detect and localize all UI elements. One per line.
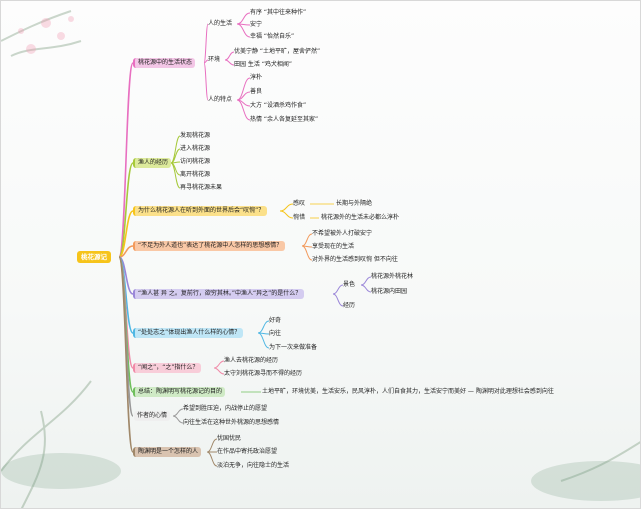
node-people-traits[interactable]: 人的特点 (208, 96, 233, 103)
connector (213, 360, 225, 369)
connector (118, 256, 134, 453)
node-regret[interactable]: 惋惜 (293, 214, 306, 221)
root-node[interactable]: 桃花源记 (77, 251, 111, 263)
connector (301, 233, 313, 247)
leaf[interactable]: 热情 “余人各复延至其家” (250, 116, 319, 123)
connector (118, 210, 134, 258)
connector (224, 59, 235, 66)
leaf[interactable]: 淡泊无争，向往隐士的生活 (217, 462, 290, 469)
leaf[interactable]: 享受现在的生活 (312, 243, 355, 250)
leaf[interactable]: 对外界的生活感到叹惋 但不向往 (312, 256, 398, 263)
branch-fisherman-experience[interactable]: 渔人的经历 (133, 158, 172, 168)
leaf[interactable]: 再寻桃花源未果 (180, 184, 223, 191)
connector (236, 99, 251, 121)
leaf[interactable]: 不希望被外人打破安宁 (312, 230, 373, 237)
leaf[interactable]: 经历 (343, 302, 356, 309)
connector (172, 415, 184, 424)
branch-question-not-tell[interactable]: “不足为外人道也”表达了桃花源中人怎样的思想感情？ (133, 241, 286, 251)
branch-author-mood[interactable]: 作者的心情 (134, 411, 171, 421)
connector (257, 320, 270, 334)
leaf[interactable]: 好奇 (269, 317, 282, 324)
connector (332, 293, 344, 307)
leaf[interactable]: 进入桃花源 (180, 145, 211, 152)
leaf[interactable]: 淳朴 (250, 74, 263, 81)
connector (203, 62, 209, 101)
leaf[interactable]: 幸福 “怡然自乐” (250, 33, 295, 40)
branch-question-refers[interactable]: “闻之”，“之”指什么？ (133, 363, 202, 373)
leaf[interactable]: 发现桃花源 (180, 132, 211, 139)
connector (301, 245, 313, 261)
connector (206, 438, 218, 453)
leaf[interactable]: 为下一次来做准备 (269, 344, 318, 351)
leaf[interactable]: 希望到胜压迫，内战停止的愿望 (183, 405, 268, 412)
leaf[interactable]: 向往 (269, 330, 282, 337)
leaf[interactable]: 渔人去桃花源的经历 (224, 357, 279, 364)
branch-author-person[interactable]: 陶渊明是一个怎样的人 (133, 447, 202, 457)
branch-summary[interactable]: 总结：陶渊明写桃花源记的目的 (133, 387, 226, 397)
leaf[interactable]: 善良 (250, 88, 263, 95)
leaf[interactable]: 向往生活在这种世外桃源的思想感情 (183, 419, 280, 426)
leaf[interactable]: 桃花源内田园 (371, 288, 408, 295)
connector (236, 23, 251, 38)
connector (203, 23, 209, 64)
leaf[interactable]: 优美宁静 “土地平旷，屋舍俨然” (234, 48, 321, 55)
branch-question-sigh[interactable]: 为什么桃花源人在听到外面的世界后会“叹惋”？ (133, 206, 268, 216)
connector (257, 332, 270, 349)
connector (224, 51, 235, 61)
leaf[interactable]: 桃花源外的生活未必都么淳朴 (321, 214, 400, 221)
leaf[interactable]: 土地平旷，环境优美，生活安乐，民风淳朴，人们自食其力，生活安宁而美好 — 陶渊明… (262, 388, 554, 395)
connector (118, 245, 134, 258)
connector (360, 284, 372, 293)
connector (360, 276, 372, 286)
connector (213, 367, 225, 375)
connector (203, 59, 209, 64)
leaf[interactable]: 离开桃花源 (180, 171, 211, 178)
connector (279, 203, 294, 212)
connector (279, 210, 294, 219)
node-sigh[interactable]: 感叹 (293, 200, 306, 207)
leaf[interactable]: 长期与外隔绝 (336, 200, 373, 207)
leaf[interactable]: 桃花源外桃花林 (371, 273, 414, 280)
connector (118, 62, 134, 258)
connector (236, 12, 251, 25)
branch-question-wonder[interactable]: “渔人甚 异 之。复前行，欲穷其林。”中渔人“异之”的是什么？ (133, 289, 305, 299)
leaf[interactable]: 在作品中寄托政治愿望 (217, 448, 278, 455)
leaf[interactable]: 有序 “其中往来种作” (250, 9, 307, 16)
leaf[interactable]: 大方 “设酒杀鸡作食” (250, 102, 307, 109)
node-scenery[interactable]: 景色 (343, 281, 356, 288)
branch-living-state[interactable]: 桃花源中的生活状态 (133, 58, 196, 68)
leaf[interactable]: 访问桃花源 (180, 158, 211, 165)
leaf[interactable]: 田园 生活 “鸡犬相闻” (234, 61, 293, 68)
leaf[interactable]: 太守刘桃花源寻而不得的经历 (224, 370, 303, 377)
leaf[interactable]: 忧国忧民 (217, 435, 242, 442)
connector (172, 408, 184, 417)
node-people-life[interactable]: 人的生活 (208, 20, 233, 27)
branch-question-mood[interactable]: “处处志之”体现出渔人什么样的心情？ (133, 328, 244, 338)
connector (170, 162, 181, 189)
node-environment[interactable]: 环境 (208, 56, 221, 63)
connector (332, 284, 344, 295)
leaf[interactable]: 安宁 (250, 21, 263, 28)
connector (206, 451, 218, 467)
